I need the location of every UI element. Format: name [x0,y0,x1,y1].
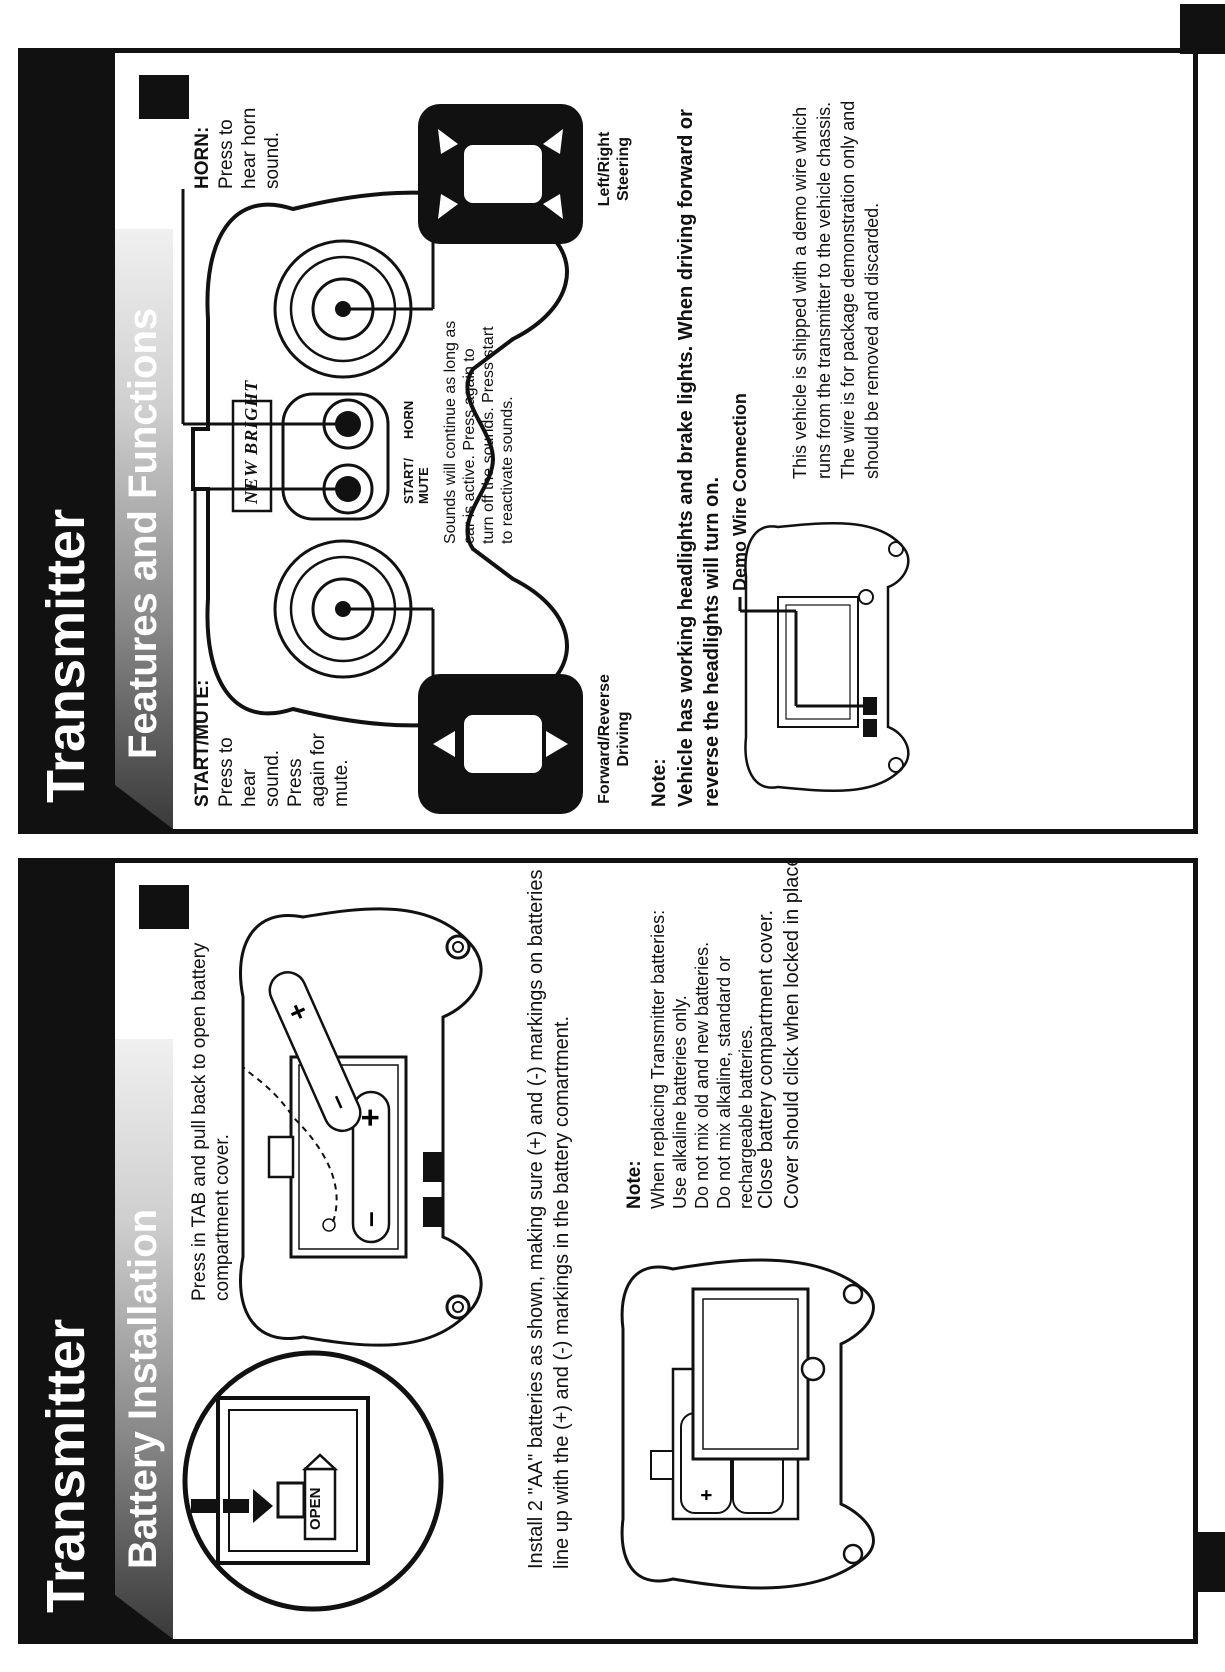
note-line: Do not mix old and new batteries. [692,941,712,1209]
svg-text:–: – [354,1211,385,1227]
sounds-desc: Sounds will continue as long as car is a… [442,320,516,544]
section-banner: Features and Functions [115,229,173,829]
panel-title: Transmitter [36,1318,96,1613]
section-title: Features and Functions [121,307,165,759]
note-list: When replacing Transmitter batteries: Us… [647,858,757,1209]
scan-edge-mark [1195,1532,1225,1592]
lr-line: Steering [615,137,632,202]
section-banner: Battery Installation [115,1039,173,1639]
note-text: Vehicle has working headlights and brake… [675,109,723,807]
start-button-label: START/ MUTE [401,458,431,504]
close-line: Cover should click when locked in place. [781,858,803,1209]
note-line: Use alkaline batteries only. [670,995,690,1209]
closed-compartment-diagram: + – [620,1258,875,1590]
battery-installation-panel: Transmitter Battery Installation OPEN Pr… [0,824,1225,1644]
title-bar: Transmitter [23,863,115,1639]
open-tab-closeup [182,1350,444,1612]
start-label-line: START/ [401,458,416,504]
fr-line: Driving [615,711,632,767]
note-heading: Note: [649,758,670,807]
note-line: Do not mix alkaline, standard or recharg… [714,955,756,1209]
open-label: OPEN [307,1487,324,1530]
note-heading: Note: [624,1160,645,1209]
close-line: Close battery compartment cover. [755,909,777,1209]
note-line: When replacing Transmitter batteries: [648,909,668,1209]
forward-reverse-label: Forward/Reverse Driving [595,664,633,814]
features-functions-panel: Transmitter Features and Functions START… [0,14,1225,834]
brand-logo: NEW BRIGHT [241,379,261,504]
close-instructions: Close battery compartment cover. Cover s… [753,858,805,1209]
svg-text:+: + [696,1489,718,1501]
page-tab-marker [139,885,189,929]
demo-heading: Demo Wire Connection [730,393,750,591]
panel-title: Transmitter [36,508,96,803]
panel-frame: Transmitter Battery Installation OPEN Pr… [18,858,1198,1644]
step2-text: Install 2 "AA" batteries as shown, makin… [525,869,573,1569]
title-bar: Transmitter [23,53,115,829]
banner-notch [115,785,173,829]
horn-button-label: HORN [401,400,416,439]
left-right-label: Left/Right Steering [595,94,633,244]
demo-wire-diagram [738,522,910,792]
fr-line: Forward/Reverse [596,674,613,804]
open-compartment-diagram: – + – + [239,907,483,1347]
start-label-line: MUTE [416,467,431,504]
transmitter-diagram [181,104,583,814]
banner-notch [115,1595,173,1639]
step1-text: Press in TAB and pull back to open batte… [189,942,233,1301]
scan-edge-mark [1180,4,1225,54]
demo-text: This vehicle is shipped with a demo wire… [790,100,882,479]
panel-frame: Transmitter Features and Functions START… [18,48,1198,834]
lr-line: Left/Right [596,131,613,207]
section-title: Battery Installation [121,1208,165,1569]
